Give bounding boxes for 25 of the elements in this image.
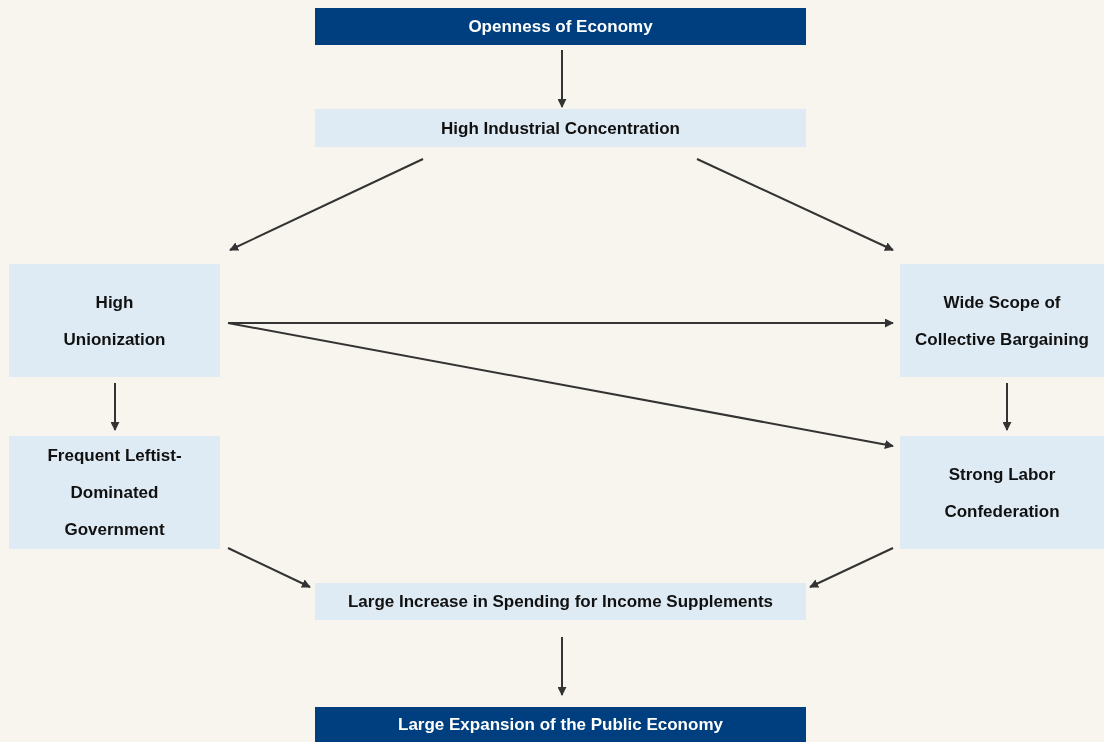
arrow	[110, 382, 120, 431]
node-label: Large Expansion of the Public Economy	[398, 714, 723, 736]
arrow	[557, 49, 567, 108]
arrow	[557, 636, 567, 696]
node-label: Wide Scope of Collective Bargaining	[914, 291, 1090, 351]
node-label: High Unionization	[62, 291, 167, 351]
arrow	[809, 547, 894, 588]
node-label: Frequent Leftist-Dominated Government	[46, 445, 183, 541]
process-box	[900, 264, 1104, 377]
node-label: Strong Labor Confederation	[943, 463, 1061, 523]
process-box	[9, 264, 220, 377]
arrow	[696, 158, 894, 251]
node-label: Openness of Economy	[468, 16, 653, 38]
process-box	[900, 436, 1104, 549]
node-label: High Industrial Concentration	[441, 117, 680, 140]
process-box	[315, 583, 806, 620]
arrow	[227, 322, 894, 449]
process-box	[315, 109, 806, 147]
process-box	[9, 436, 220, 549]
title-box	[315, 8, 806, 45]
title-box	[315, 707, 806, 742]
node-label: Large Increase in Spending for Income Supplements	[347, 591, 774, 613]
arrow	[229, 158, 424, 251]
arrow	[227, 547, 311, 588]
arrow	[1002, 382, 1012, 431]
